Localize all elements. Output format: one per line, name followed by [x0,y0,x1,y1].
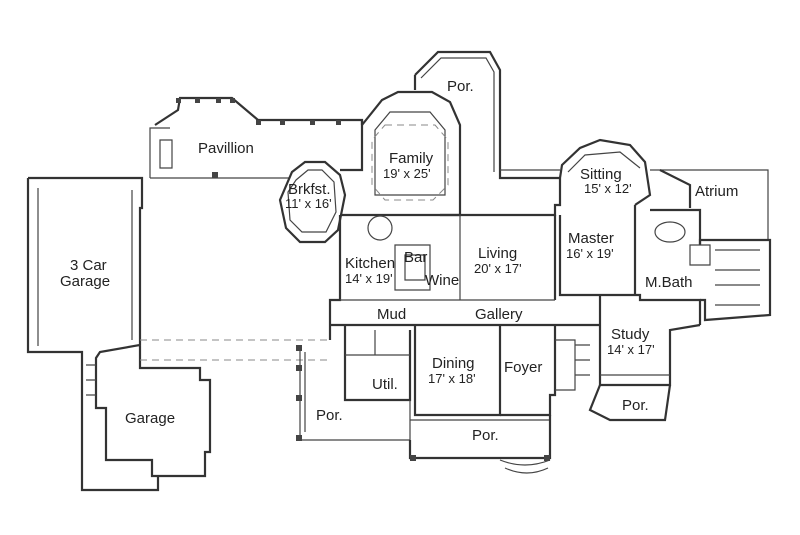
master-dimensions: 16' x 19' [566,246,614,261]
study-dimensions: 14' x 17' [607,342,655,357]
dining-label: Dining [432,355,475,372]
dining-dimensions: 17' x 18' [428,371,476,386]
three-car-garage-label: Garage [60,273,110,290]
study-label: Study [611,326,650,343]
util-label: Util. [372,376,398,393]
lower-rooms [343,323,701,417]
top-porch [413,50,560,180]
family-dimensions: 19' x 25' [383,166,431,181]
family-label: Family [389,150,434,167]
left-porch-label: Por. [316,407,343,424]
pavillion-label: Pavillion [198,140,254,157]
family-room [340,90,462,241]
bar-label: Bar [404,249,427,266]
right-porch-label: Por. [622,397,649,414]
bottom-porch-label: Por. [472,427,499,444]
foyer-label: Foyer [504,359,542,376]
living-dimensions: 20' x 17' [474,261,522,276]
pavillion-area [149,96,364,179]
lower-porches [296,345,672,474]
top-porch-label: Por. [447,78,474,95]
kitchen-label: Kitchen [345,255,395,272]
mud-label: Mud [377,306,406,323]
sitting-label: Sitting [580,166,622,183]
atrium [650,169,769,240]
sitting-room [558,138,652,206]
living-label: Living [478,245,517,262]
breakfast-nook [278,160,347,244]
master-label: Master [568,230,614,247]
mbath-label: M.Bath [645,274,693,291]
brkfst-label: Brkfst. [288,181,331,198]
mbath-annex [689,238,772,322]
brkfst-dimensions: 11' x 16' [285,196,332,211]
sitting-dimensions: 15' x 12' [584,181,632,196]
three-car-label: 3 Car [70,257,107,274]
garage-wing [26,176,330,492]
atrium-label: Atrium [695,183,738,200]
gallery-label: Gallery [475,306,523,323]
kitchen-dimensions: 14' x 19' [345,271,393,286]
wine-label: Wine [425,272,459,289]
garage-label: Garage [125,410,175,427]
